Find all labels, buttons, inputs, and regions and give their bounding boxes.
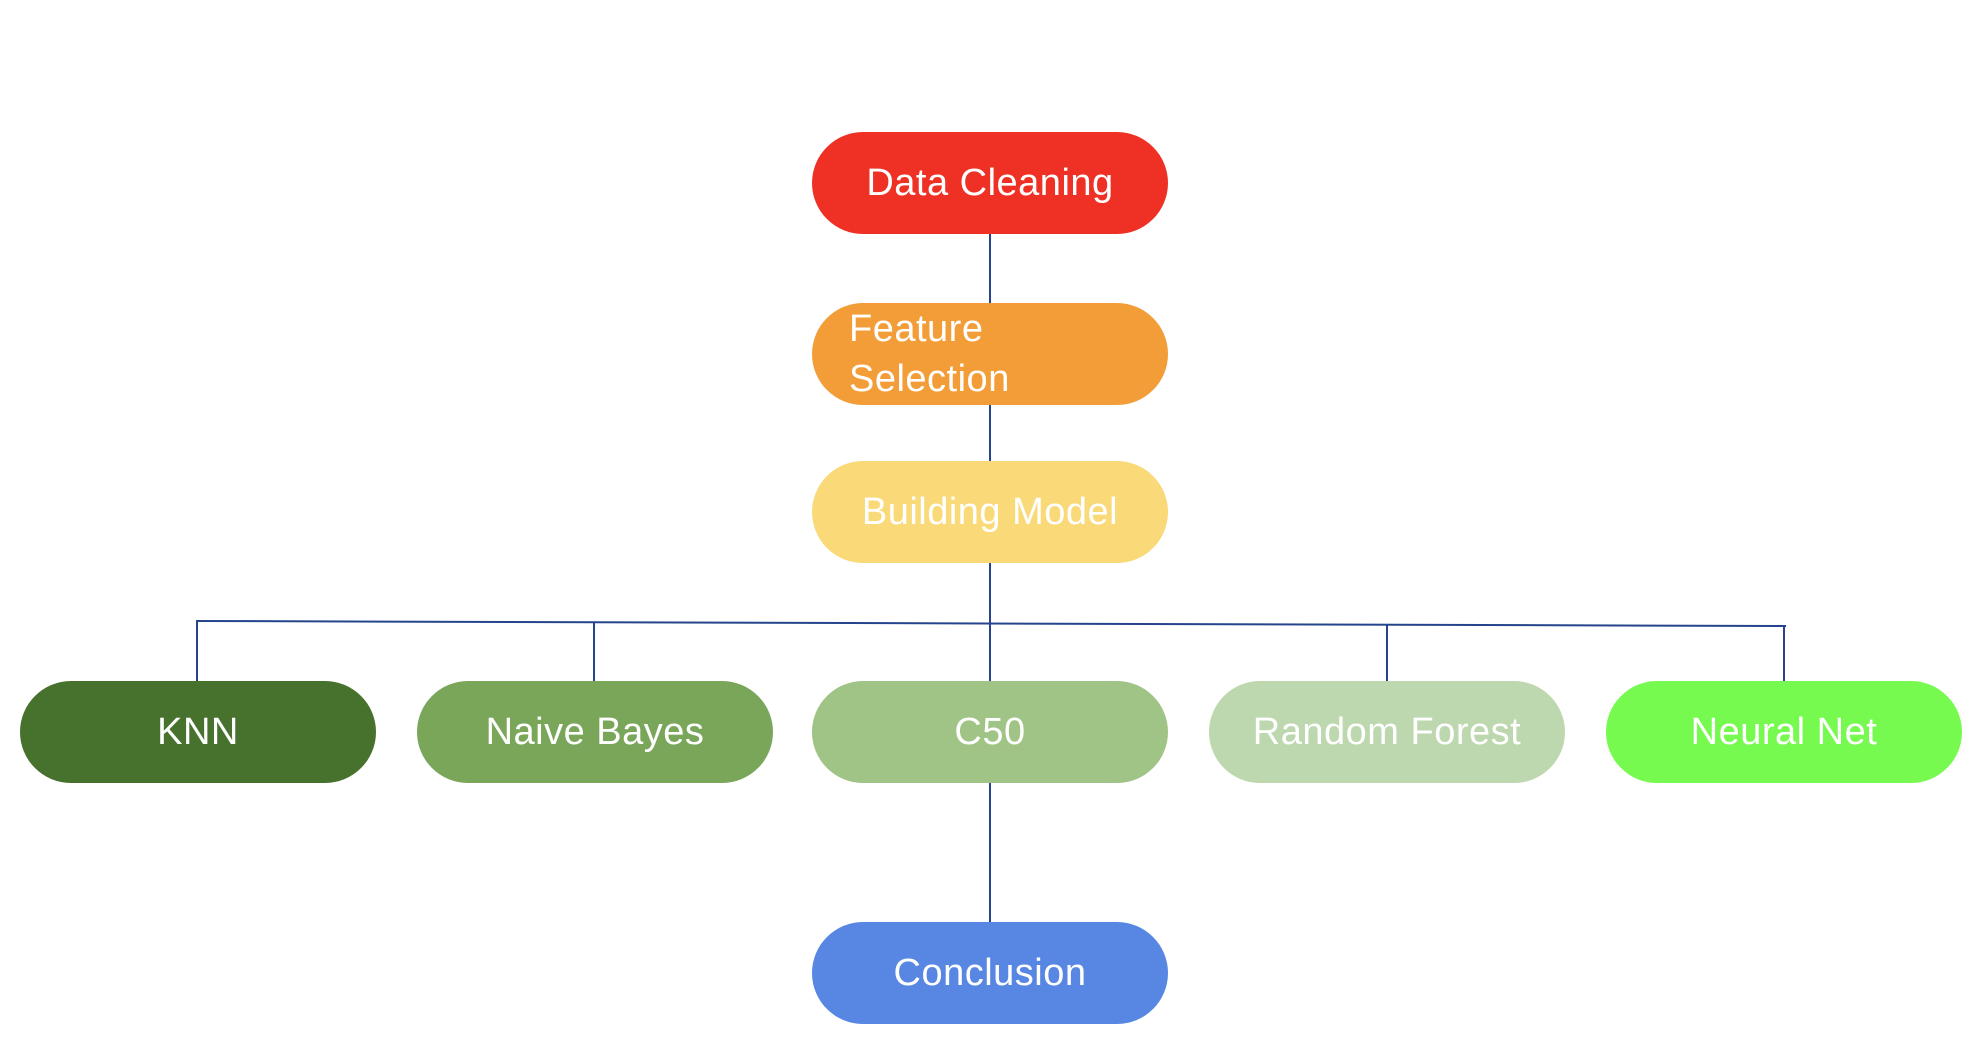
- node-label: Feature Selection: [849, 308, 1010, 400]
- node-label: KNN: [157, 710, 239, 753]
- node-naive-bayes: Naive Bayes: [417, 681, 773, 783]
- branch-bus-line: [195, 620, 1787, 627]
- node-c50: C50: [812, 681, 1168, 783]
- node-label: Building Model: [861, 490, 1119, 533]
- node-feature-selection: Feature Selection: [812, 303, 1168, 405]
- node-knn: KNN: [20, 681, 376, 783]
- node-label: C50: [954, 710, 1026, 753]
- node-label: Data Cleaning: [866, 161, 1114, 204]
- node-label: Neural Net: [1690, 710, 1878, 753]
- node-neural-net: Neural Net: [1606, 681, 1962, 783]
- node-building-model: Building Model: [812, 461, 1168, 563]
- node-label: Random Forest: [1252, 710, 1522, 753]
- node-conclusion: Conclusion: [812, 922, 1168, 1024]
- node-label: Conclusion: [893, 951, 1087, 994]
- node-random-forest: Random Forest: [1209, 681, 1565, 783]
- node-data-cleaning: Data Cleaning: [812, 132, 1168, 234]
- node-label: Naive Bayes: [485, 710, 705, 753]
